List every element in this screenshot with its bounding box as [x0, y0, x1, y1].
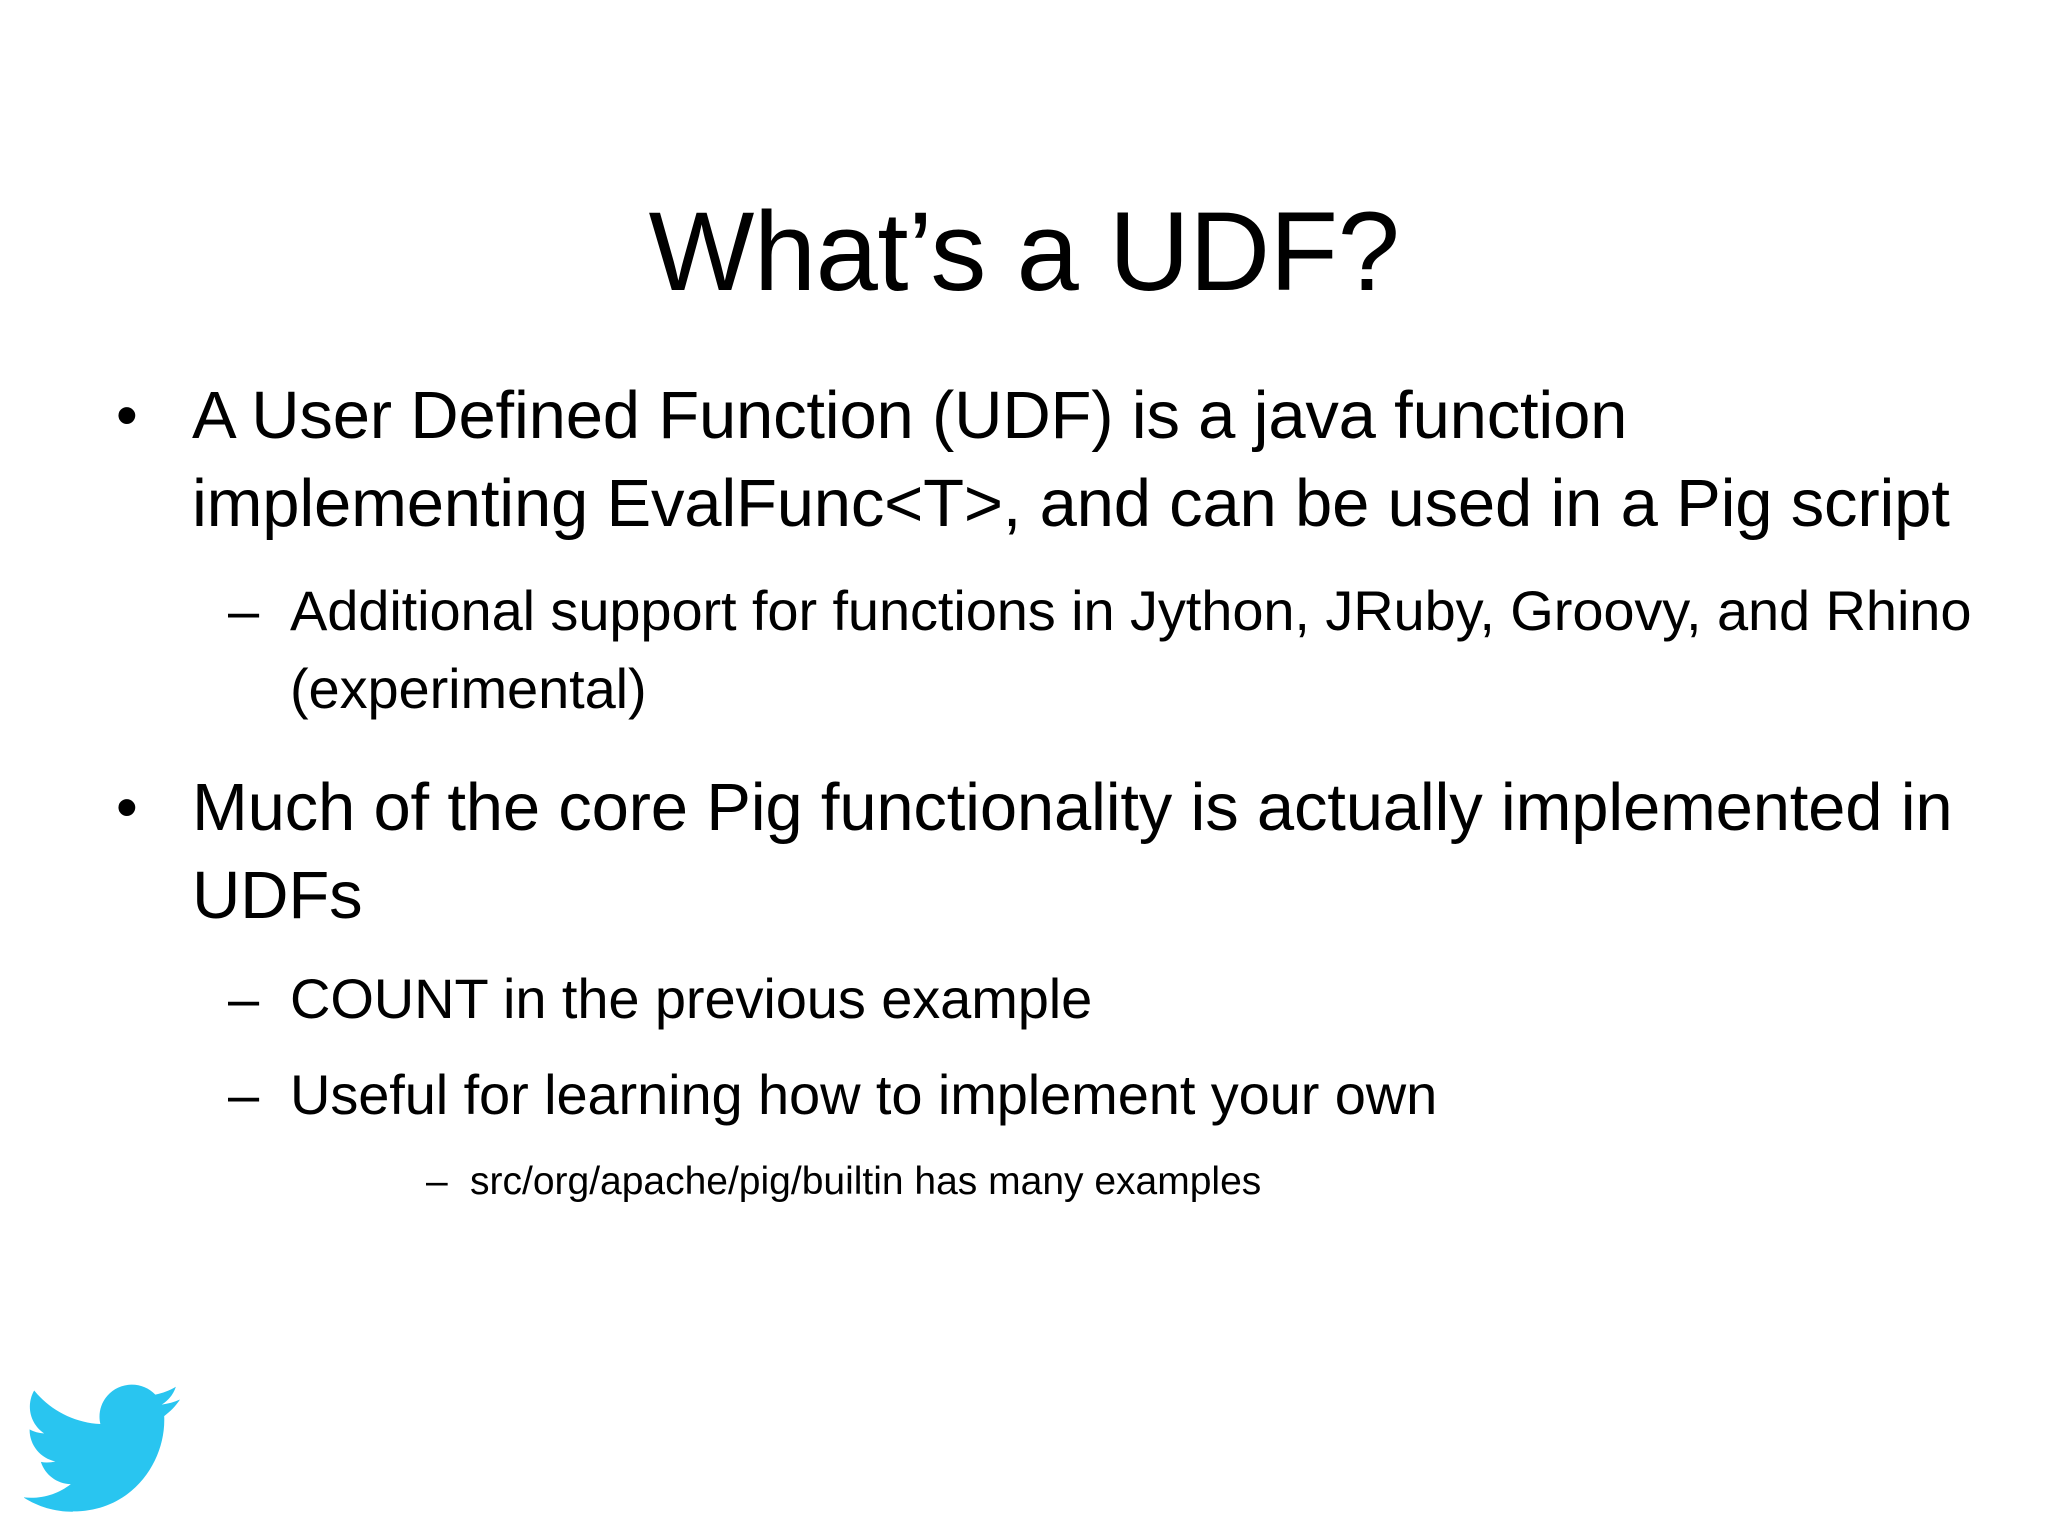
- bullet-marker-dot: •: [116, 381, 138, 450]
- bullet-marker-dash: –: [228, 967, 260, 1030]
- spacer: [96, 552, 1976, 572]
- list-item-text: Useful for learning how to implement you…: [290, 1063, 1438, 1126]
- bullet-marker-dash: –: [228, 579, 260, 642]
- list-item: – src/org/apache/pig/builtin has many ex…: [96, 1152, 1976, 1212]
- spacer: [96, 730, 1976, 764]
- list-item: – Useful for learning how to implement y…: [96, 1056, 1976, 1134]
- page-title: What’s a UDF?: [648, 189, 1400, 315]
- spacer: [96, 1040, 1976, 1056]
- list-item-text: src/org/apache/pig/builtin has many exam…: [470, 1160, 1262, 1203]
- spacer: [96, 944, 1976, 960]
- list-item: • Much of the core Pig functionality is …: [96, 764, 1976, 940]
- bullet-marker-dash: –: [228, 1063, 260, 1126]
- bullet-marker-dash: –: [426, 1160, 448, 1203]
- twitter-bird-icon: [24, 1382, 180, 1514]
- list-item-text: A User Defined Function (UDF) is a java …: [192, 378, 1950, 541]
- list-item-text: Additional support for functions in Jyth…: [290, 579, 1972, 720]
- spacer: [96, 1136, 1976, 1152]
- list-item: • A User Defined Function (UDF) is a jav…: [96, 372, 1976, 548]
- list-item-text: COUNT in the previous example: [290, 967, 1093, 1030]
- slide-body: • A User Defined Function (UDF) is a jav…: [96, 372, 1976, 1212]
- list-item: – Additional support for functions in Jy…: [96, 572, 1976, 728]
- bullet-marker-dot: •: [116, 773, 138, 842]
- list-item-text: Much of the core Pig functionality is ac…: [192, 770, 1953, 933]
- list-item: – COUNT in the previous example: [96, 960, 1976, 1038]
